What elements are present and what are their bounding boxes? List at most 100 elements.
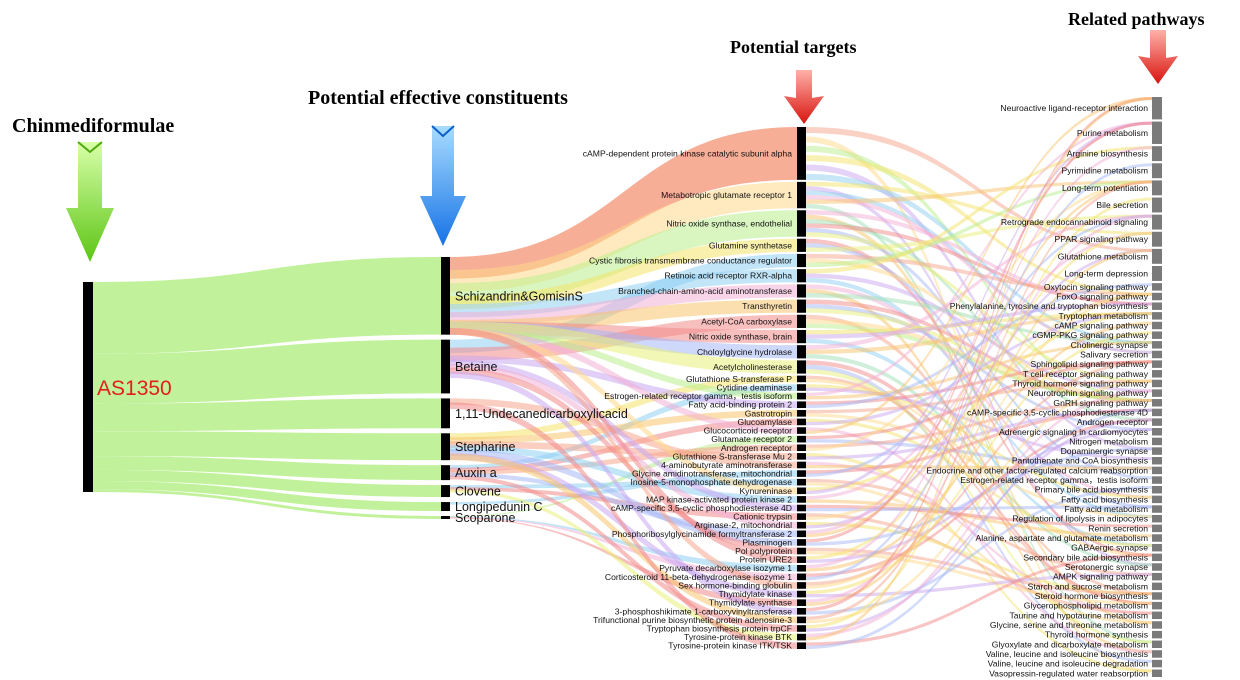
pathway-node-bar: [1152, 360, 1162, 368]
constituent-node-bar: [441, 398, 450, 429]
flow-root-clovene: [93, 469, 441, 498]
flow-tyrosine-protein-kinase-itk-tsk-to-camp-specific-3-5-cyclic-phosphodiestera: [806, 408, 1152, 649]
flow-schizandrin-gomisins-to-camp-dependent-protein-kinase-catalytic-: [450, 127, 797, 279]
target-node-bar: [797, 582, 806, 589]
target-node-bar: [797, 530, 806, 538]
flow-schizandrin-gomisins-to-protein-ure2: [450, 328, 797, 563]
target-node-bar: [797, 401, 806, 409]
pathway-node-bar: [1152, 543, 1162, 552]
target-label: Acetyl-CoA carboxylase: [701, 316, 792, 326]
pathway-label: Cholinergic synapse: [1071, 340, 1149, 350]
target-node-column: cAMP-dependent protein kinase catalytic …: [583, 127, 806, 651]
target-node-bar: [797, 573, 806, 581]
pathway-label: Pantothenate and CoA biosynthesis: [1012, 456, 1148, 466]
target-label: Nitric oxide synthase, brain: [689, 332, 792, 342]
target-node-bar: [797, 127, 806, 180]
pathway-label: Glyoxylate and dicarboxylate metabolism: [992, 639, 1148, 649]
flow-sex-hormone-binding-globulin-to-sphingolipid-signaling-pathway: [806, 360, 1152, 586]
target-label: Glutathione S-transferase Mu 2: [673, 451, 793, 461]
flow-tyrosine-protein-kinase-itk-tsk-to-secondary-bile-acid-biosynthesis: [806, 553, 1152, 646]
pathway-node-bar: [1152, 389, 1162, 397]
flow-root-auxin-a: [93, 456, 441, 481]
target-node-bar: [797, 435, 806, 443]
pathway-node-bar: [1152, 302, 1162, 310]
flow-glutathione-s-transferase-mu-2-to-camp-specific-3-5-cyclic-phosphodiestera: [806, 408, 1152, 460]
flow-phosphoribosylglycinamide-formyltransfer-to-long-term-potentiation: [806, 180, 1152, 538]
pathway-label: Alanine, aspartate and glutamate metabol…: [976, 533, 1148, 543]
flow-schizandrin-gomisins-to-kynureninase: [450, 328, 797, 495]
flow-camp-dependent-protein-kinase-catalytic--to-vasopressin-regulated-water-reabsorption: [806, 136, 1152, 673]
flow-schizandrin-gomisins-to-glucocorticoid-receptor: [450, 328, 797, 434]
flow-schizandrin-gomisins-to-retinoic-acid-receptor-rxr-alpha: [450, 269, 797, 318]
header-formula: Chinmediformulae: [12, 115, 174, 137]
flow-protein-ure2-to-adrenergic-signaling-in-cardiomyocytes: [806, 428, 1152, 563]
target-label: Trifunctional purine biosynthetic protei…: [593, 615, 792, 625]
target-label: Kynureninase: [739, 486, 792, 496]
flow-sex-hormone-binding-globulin-to-foxo-signaling-pathway: [806, 292, 1152, 589]
pathway-node-bar: [1152, 97, 1162, 120]
root-node-column: AS1350: [83, 282, 172, 492]
flow-glucoamylase-to-gabaergic-synapse: [806, 418, 1152, 547]
flow-clovene-to-tyrosine-protein-kinase-btk: [450, 489, 797, 641]
flow-root-betaine: [93, 339, 441, 404]
flow-betaine-to-3-phosphoshikimate-1-carboxyvinyltransfe: [450, 371, 797, 615]
target-node-bar: [797, 384, 806, 391]
target-node-bar: [797, 547, 806, 555]
constituent-label: Scoparone: [455, 511, 516, 525]
pathway-node-bar: [1152, 331, 1162, 339]
pathway-node-bar: [1152, 457, 1162, 465]
pathway-label: Bile secretion: [1096, 200, 1148, 210]
flow-root-stepharine: [93, 431, 441, 461]
flow-camp-specific-3-5-cyclic-phosphodiestera-to-renin-secretion: [806, 504, 1152, 528]
constituent-label: Clovene: [455, 485, 501, 499]
flow-pol-polyprotein-to-glycerophospholipid-metabolism: [806, 551, 1152, 605]
flow-stepharine-to-glutathione-s-transferase-p: [450, 375, 797, 440]
target-node-bar: [797, 210, 806, 237]
pathway-label: Pyrimidine metabolism: [1062, 166, 1148, 176]
flow-cystic-fibrosis-transmembrane-conductanc-to-gnrh-signaling-pathway: [806, 258, 1152, 403]
target-label: cAMP-dependent protein kinase catalytic …: [583, 148, 792, 158]
target-label: MAP kinase-activated protein kinase 2: [646, 494, 792, 504]
flow-retinoic-acid-receptor-rxr-alpha-to-arginine-biosynthesis: [806, 146, 1152, 274]
flow-gastrotropin-to-regulation-of-lipolysis-in-adipocytes: [806, 413, 1152, 518]
target-node-bar: [797, 461, 806, 469]
green-down-arrow-icon: [66, 141, 114, 262]
target-node-bar: [797, 478, 806, 486]
pathway-node-bar: [1152, 534, 1162, 542]
pathway-label: Nitrogen metabolism: [1069, 436, 1148, 446]
target-node-bar: [797, 616, 806, 624]
flow-auxin-a-to-phosphoribosylglycinamide-formyltransfer: [450, 472, 797, 538]
constituent-label: Longipedunin C: [455, 500, 543, 514]
constituent-node-bar: [441, 502, 450, 512]
target-label: Cationic trypsin: [733, 512, 792, 522]
pathway-node-bar: [1152, 669, 1162, 677]
flow-stepharine-to-map-kinase-activated-protein-kinase-2: [450, 445, 797, 503]
target-node-bar: [797, 590, 806, 598]
flow-androgen-receptor-to-long-term-potentiation: [806, 180, 1152, 452]
constituent-node-bar: [441, 485, 450, 498]
flow-pol-polyprotein-to-steroid-hormone-biosynthesis: [806, 547, 1152, 596]
flow-cystic-fibrosis-transmembrane-conductanc-to-foxo-signaling-pathway: [806, 253, 1152, 296]
pathway-label: Androgen receptor: [1077, 417, 1148, 427]
constituent-node-bar: [441, 433, 450, 461]
root-node-label: AS1350: [97, 377, 172, 400]
pathway-node-bar: [1152, 214, 1162, 230]
target-label: Estrogen-related receptor gamma，testis i…: [604, 391, 792, 401]
constituent-node-bar: [441, 339, 450, 394]
target-label: Nitric oxide synthase, endothelial: [666, 218, 792, 228]
target-label: Phosphoribosylglycinamide formyltransfer…: [612, 529, 792, 539]
flow-pyruvate-decarboxylase-isozyme-1-to-camp-signaling-pathway: [806, 321, 1152, 572]
blue-down-arrow-icon: [420, 125, 466, 246]
pathway-label: Secondary bile acid biosynthesis: [1023, 552, 1148, 562]
pathway-node-bar: [1152, 428, 1162, 436]
target-node-bar: [797, 633, 806, 641]
pathway-label: Glycine, serine and threonine metabolism: [990, 620, 1148, 630]
pathway-label: Long-term depression: [1064, 268, 1148, 278]
pathway-label: Fatty acid metabolism: [1064, 504, 1148, 514]
flow-trifunctional-purine-biosynthetic-protei-to-thyroid-hormone-signaling-pathway: [806, 379, 1152, 624]
header-constituents: Potential effective constituents: [308, 87, 568, 109]
pathway-node-bar: [1152, 630, 1162, 639]
pathway-label: Tryptophan metabolism: [1059, 311, 1148, 321]
pathway-node-column: Neuroactive ligand-receptor interactionP…: [926, 97, 1162, 678]
flow-schizandrin-gomisins-to-glutamine-synthetase: [450, 238, 797, 310]
